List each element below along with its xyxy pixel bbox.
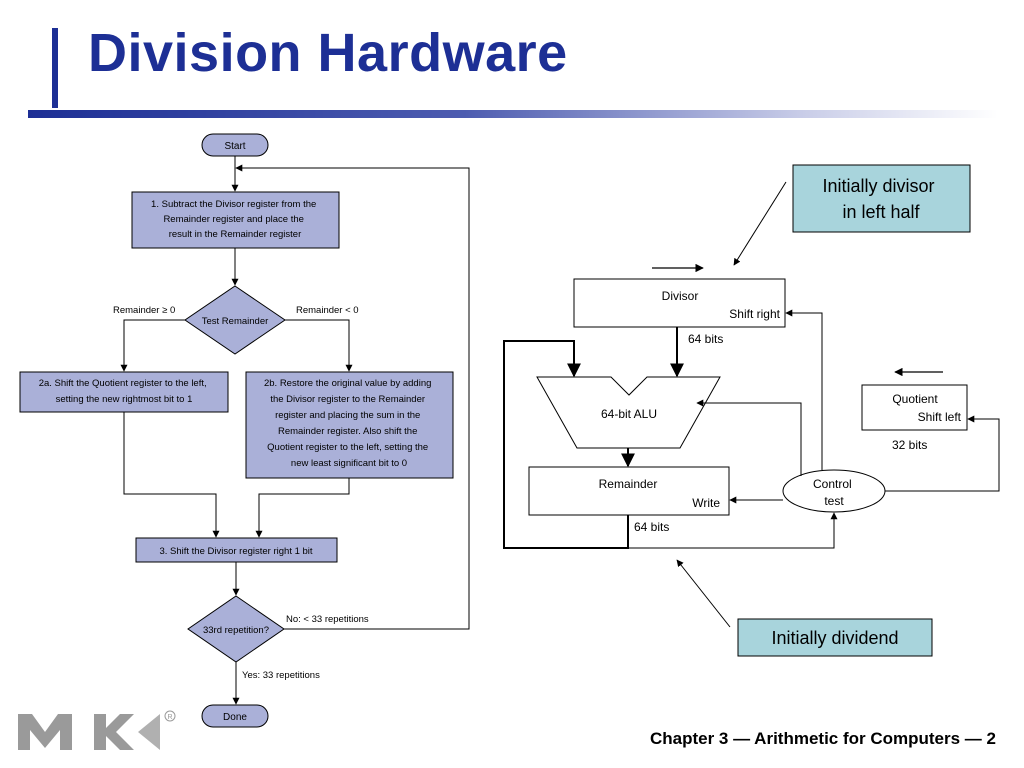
- quotient-label: Quotient: [892, 392, 938, 406]
- registered-mark-icon: [164, 710, 176, 722]
- publisher-logo: R: [18, 710, 176, 750]
- flowchart-connectors: [120, 156, 470, 705]
- hardware-wires: [503, 181, 1000, 628]
- divisor-op: Shift right: [729, 307, 780, 321]
- division-hardware: Divisor Shift right 64 bits 64-bit ALU R…: [503, 164, 1000, 657]
- step1-text: 1. Subtract the Divisor register from th…: [151, 199, 319, 240]
- step1-box: [131, 191, 340, 249]
- remainder-op: Write: [692, 496, 720, 510]
- control-test-label: Control test: [813, 477, 855, 508]
- test-remainder-label: Test Remainder: [202, 316, 269, 327]
- branch-right-label: Remainder < 0: [296, 305, 359, 316]
- divisor-label: Divisor: [662, 289, 699, 303]
- remainder-label: Remainder: [599, 477, 658, 491]
- flowchart: Start 1. Subtract the Divisor register f…: [19, 133, 470, 728]
- step3-box: [135, 537, 338, 563]
- quotient-op: Shift left: [918, 410, 962, 424]
- repeat-no-label: No: < 33 repetitions: [286, 614, 369, 625]
- quotient-register: [861, 384, 968, 431]
- remainder-register: [528, 466, 730, 516]
- done-label: Done: [223, 712, 247, 723]
- branch-left-label: Remainder ≥ 0: [113, 305, 175, 316]
- start-label: Start: [224, 141, 245, 152]
- title-underline: [28, 110, 998, 118]
- test-remainder-decision: [184, 285, 286, 355]
- quotient-bits: 32 bits: [892, 438, 927, 452]
- svg-text:R: R: [167, 714, 172, 721]
- slide-title: Division Hardware: [88, 23, 568, 83]
- step2b-text: 2b. Restore the original value by adding…: [264, 378, 434, 469]
- divisor-bits: 64 bits: [688, 332, 723, 346]
- divisor-callout-text: Initially divisor in left half: [822, 176, 939, 222]
- title-accent-bar: [52, 28, 58, 108]
- done-terminal: [201, 704, 269, 728]
- alu-label: 64-bit ALU: [601, 407, 657, 421]
- step2a-box: [19, 371, 229, 413]
- dividend-callout-text: Initially dividend: [771, 628, 898, 648]
- dividend-callout: [737, 618, 933, 657]
- remainder-bits: 64 bits: [634, 520, 669, 534]
- step2a-text: 2a. Shift the Quotient register to the l…: [39, 378, 210, 405]
- repetition-label: 33rd repetition?: [203, 625, 269, 636]
- divisor-callout: [792, 164, 971, 233]
- step3-text: 3. Shift the Divisor register right 1 bi…: [159, 546, 312, 557]
- footer-chapter-label: Chapter 3 — Arithmetic for Computers — 2: [649, 729, 996, 748]
- divisor-register: [573, 278, 786, 328]
- repeat-yes-label: Yes: 33 repetitions: [242, 670, 320, 681]
